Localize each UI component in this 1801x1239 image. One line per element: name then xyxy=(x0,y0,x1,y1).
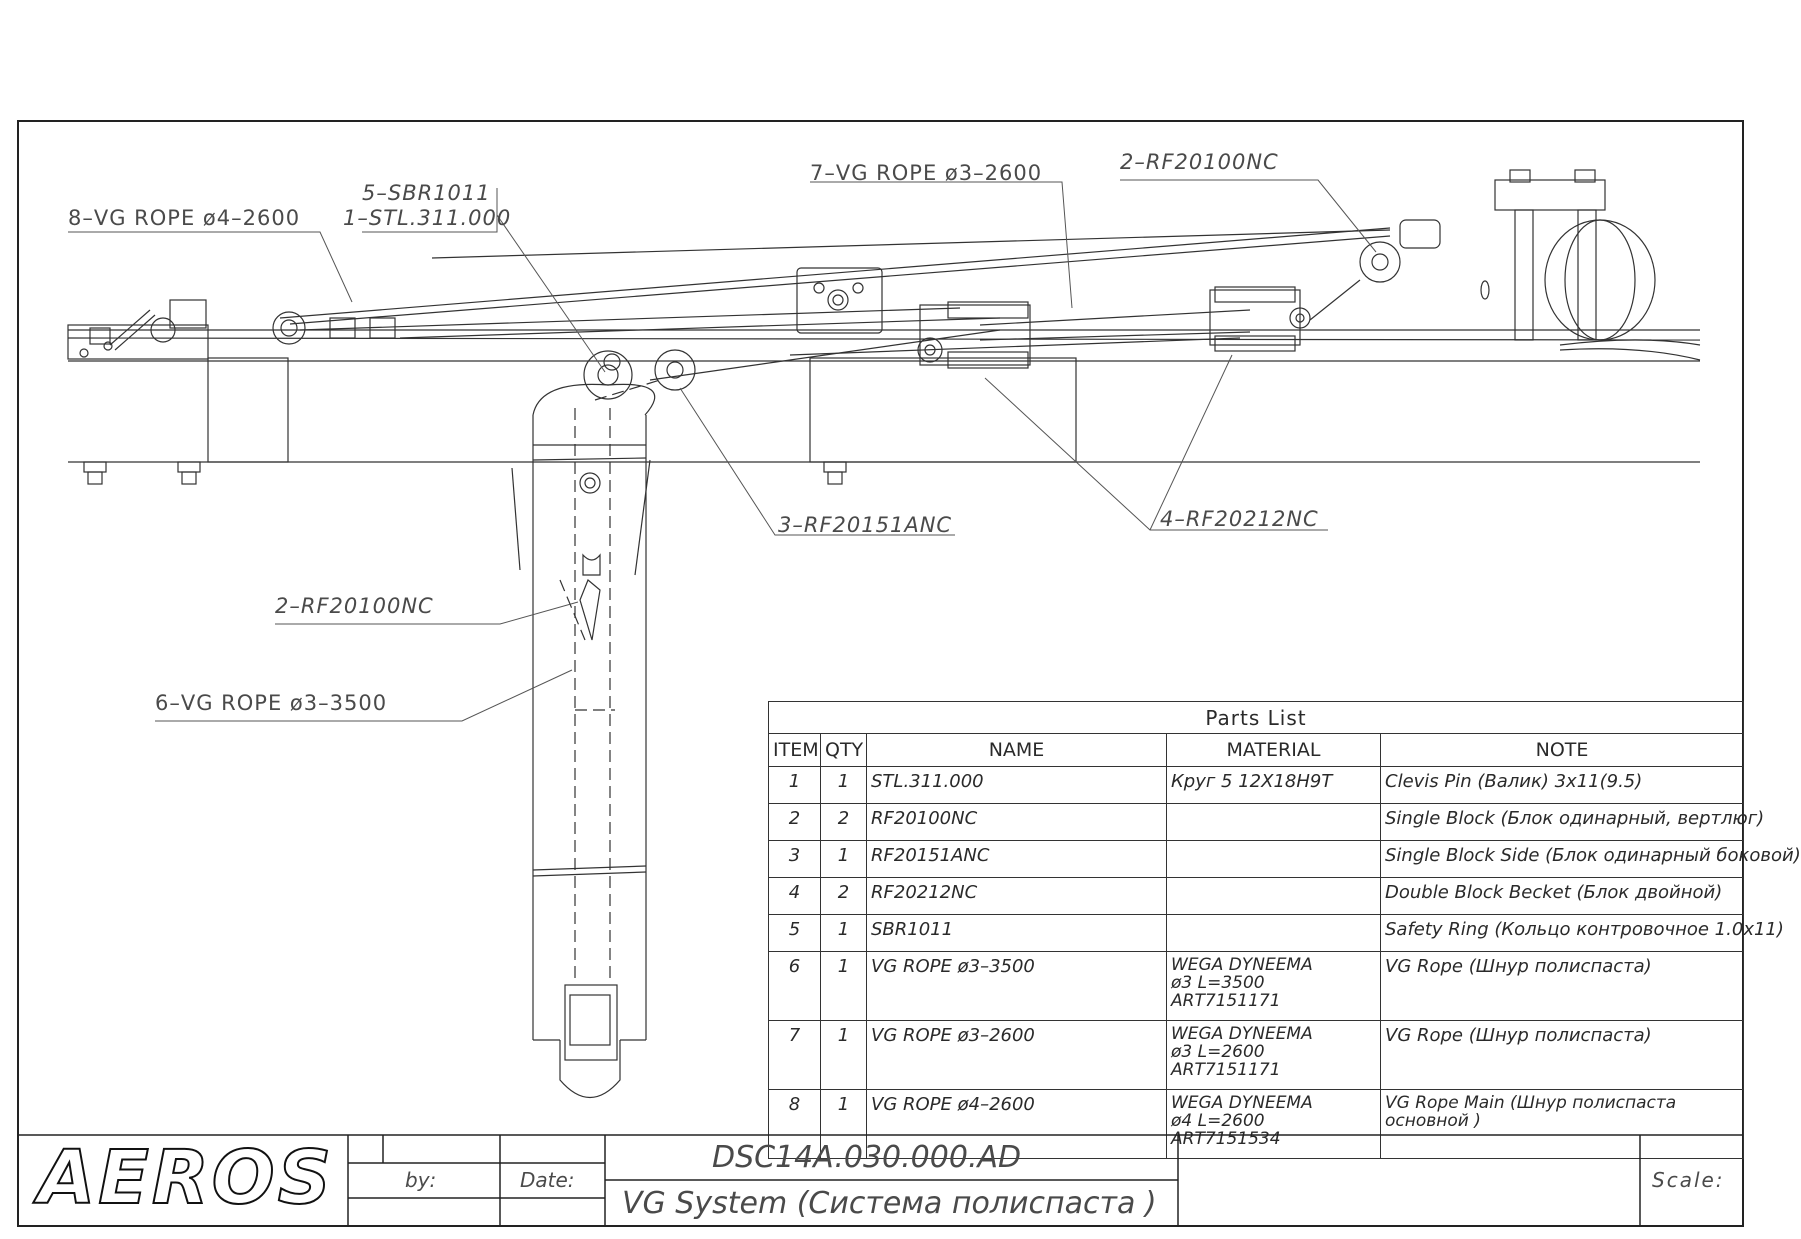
cell-name: STL.311.000 xyxy=(866,766,1167,804)
cell-item: 3 xyxy=(768,840,821,878)
callout-item-3: 3–RF20151ANC xyxy=(778,513,953,537)
cell-name: RF20212NC xyxy=(866,877,1167,915)
cell-qty: 1 xyxy=(820,951,867,1021)
callout-item-1: 1–STL.311.000 xyxy=(343,206,512,230)
cell-item: 5 xyxy=(768,914,821,952)
parts-list-table: Parts List ITEM QTY NAME MATERIAL NOTE 1… xyxy=(768,701,1801,1159)
cell-material: WEGA DYNEEMA ø3 L=2600 ART7151171 xyxy=(1166,1020,1381,1090)
header-material: MATERIAL xyxy=(1166,733,1381,767)
title-block xyxy=(18,1134,1743,1226)
drawing-number: DSC14A.030.000.AD xyxy=(712,1140,1022,1175)
header-qty: QTY xyxy=(820,733,867,767)
assembly-drawing xyxy=(67,169,1701,1099)
callout-item-4: 4–RF20212NC xyxy=(1160,507,1319,531)
callout-item-7: 7–VG ROPE ø3–2600 xyxy=(810,161,1043,185)
cell-item: 8 xyxy=(768,1089,821,1159)
cell-material: WEGA DYNEEMA ø3 L=3500 ART7151171 xyxy=(1166,951,1381,1021)
table-row: 3 1 RF20151ANC Single Block Side (Блок о… xyxy=(768,840,1801,878)
cell-note: Clevis Pin (Валик) 3x11(9.5) xyxy=(1380,766,1744,804)
callout-item-6: 6–VG ROPE ø3–3500 xyxy=(155,691,388,715)
sheet-frame xyxy=(17,120,1744,1227)
callout-item-5: 5–SBR1011 xyxy=(362,181,491,205)
callout-leaders xyxy=(68,179,1377,722)
cell-note: VG Rope Main (Шнур полиспаста основной ) xyxy=(1380,1089,1744,1159)
cell-name: RF20100NC xyxy=(866,803,1167,841)
cell-note: Single Block (Блок одинарный, вертлюг) xyxy=(1380,803,1764,841)
callout-item-8: 8–VG ROPE ø4–2600 xyxy=(68,206,301,230)
technical-drawing xyxy=(17,120,1744,1227)
callout-item-2: 2–RF20100NC xyxy=(275,594,434,618)
cell-qty: 1 xyxy=(820,840,867,878)
cell-note: Safety Ring (Кольцо контровочное 1.0x11) xyxy=(1380,914,1784,952)
date-label: Date: xyxy=(520,1168,575,1192)
cell-material xyxy=(1166,877,1381,915)
cell-qty: 2 xyxy=(820,877,867,915)
cell-qty: 1 xyxy=(820,1089,867,1159)
cell-item: 2 xyxy=(768,803,821,841)
cell-material: WEGA DYNEEMA ø4 L=2600 ART7151534 xyxy=(1166,1089,1381,1159)
parts-list-header-row: ITEM QTY NAME MATERIAL NOTE xyxy=(768,733,1744,767)
aeros-logo: AEROS xyxy=(37,1134,335,1222)
cell-material xyxy=(1166,914,1381,952)
cell-note: Single Block Side (Блок одинарный боково… xyxy=(1380,840,1801,878)
callout-item-2-top: 2–RF20100NC xyxy=(1120,150,1279,174)
cell-name: VG ROPE ø4–2600 xyxy=(866,1089,1167,1159)
scale-label: Scale: xyxy=(1652,1168,1725,1192)
table-row: 7 1 VG ROPE ø3–2600 WEGA DYNEEMA ø3 L=26… xyxy=(768,1020,1744,1090)
by-label: by: xyxy=(405,1168,437,1192)
cell-name: VG ROPE ø3–3500 xyxy=(866,951,1167,1021)
table-row: 2 2 RF20100NC Single Block (Блок одинарн… xyxy=(768,803,1764,841)
drawing-title: VG System (Система полиспаста ) xyxy=(622,1186,1157,1221)
table-row: 1 1 STL.311.000 Круг 5 12Х18Н9Т Clevis P… xyxy=(768,766,1744,804)
cell-name: RF20151ANC xyxy=(866,840,1167,878)
cell-qty: 1 xyxy=(820,766,867,804)
table-row: 8 1 VG ROPE ø4–2600 WEGA DYNEEMA ø4 L=26… xyxy=(768,1089,1744,1159)
cell-material xyxy=(1166,840,1381,878)
table-row: 6 1 VG ROPE ø3–3500 WEGA DYNEEMA ø3 L=35… xyxy=(768,951,1744,1021)
beam-bolts xyxy=(83,461,847,485)
cell-note: VG Rope (Шнур полиспаста) xyxy=(1380,1020,1744,1090)
cell-note: VG Rope (Шнур полиспаста) xyxy=(1380,951,1744,1021)
